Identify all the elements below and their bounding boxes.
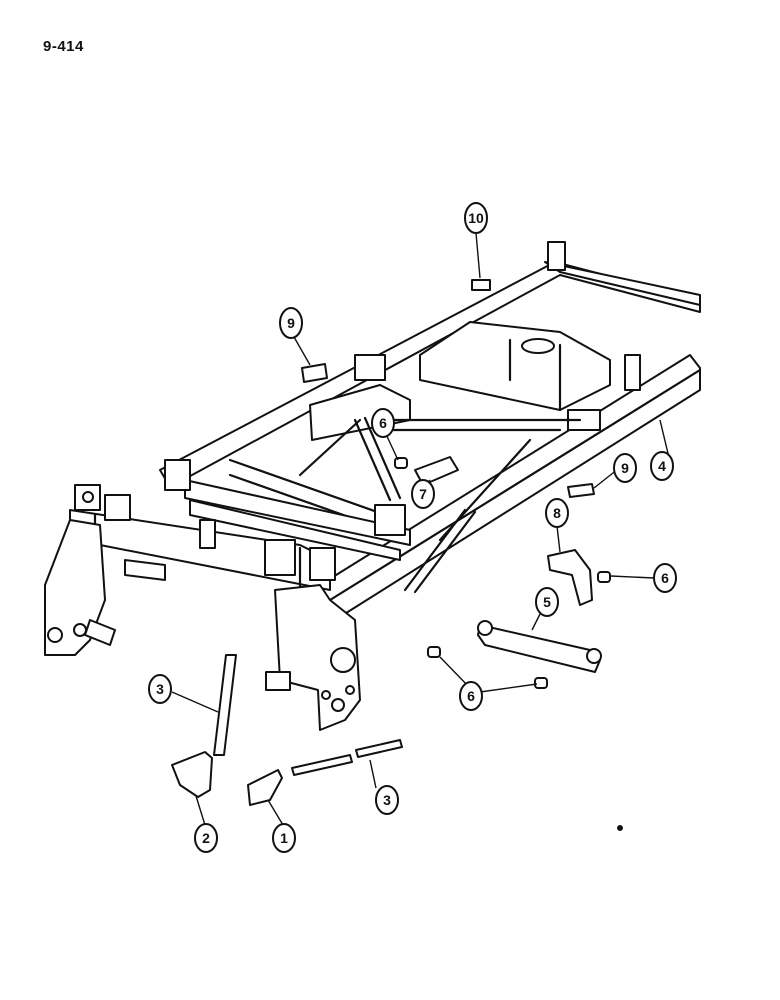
bushing-part-6-b [597, 571, 611, 583]
link-part-3-horizontal-a [291, 754, 353, 776]
callout-6-upper: 6 [371, 408, 395, 438]
callout-3-left-label: 3 [156, 681, 164, 697]
callout-1: 1 [272, 823, 296, 853]
callout-9-upper-label: 9 [287, 315, 295, 331]
callout-3-lower-label: 3 [383, 792, 391, 808]
callout-8: 8 [545, 498, 569, 528]
bushing-part-6-d [534, 677, 548, 689]
callout-6-lower: 6 [459, 681, 483, 711]
callout-6-upper-label: 6 [379, 415, 387, 431]
frame-assembly [44, 241, 702, 731]
link-part-3-vertical [213, 654, 237, 756]
callout-2-label: 2 [202, 830, 210, 846]
callout-9-upper: 9 [279, 307, 303, 339]
callout-3-lower: 3 [375, 785, 399, 815]
callout-10-label: 10 [468, 210, 484, 226]
bracket-part-8 [547, 549, 593, 606]
decal-part-9-upper [301, 363, 328, 383]
callout-9-lower: 9 [613, 453, 637, 483]
callout-3-left: 3 [148, 674, 172, 704]
bushing-part-6-c [427, 646, 441, 658]
callout-7: 7 [411, 479, 435, 509]
callout-9-lower-label: 9 [621, 460, 629, 476]
link-part-3-horizontal-b [355, 739, 403, 758]
bar-part-5 [477, 624, 601, 673]
callout-4-label: 4 [658, 458, 666, 474]
loose-parts [171, 279, 623, 831]
callout-6-right-label: 6 [661, 570, 669, 586]
decal-part-9-lower [567, 483, 595, 498]
callout-6-right: 6 [653, 563, 677, 593]
page-number: 9-414 [43, 38, 84, 55]
bushing-part-6-a [394, 457, 408, 469]
callout-10: 10 [464, 202, 488, 234]
decal-part-10 [471, 279, 491, 291]
callout-5-label: 5 [543, 594, 551, 610]
bracket-part-2 [171, 751, 213, 798]
callout-5: 5 [535, 587, 559, 617]
callout-6-lower-label: 6 [467, 688, 475, 704]
callout-1-label: 1 [280, 830, 288, 846]
callout-8-label: 8 [553, 505, 561, 521]
callout-2: 2 [194, 823, 218, 853]
callout-4: 4 [650, 451, 674, 481]
callout-7-label: 7 [419, 486, 427, 502]
bracket-part-1 [247, 769, 283, 806]
